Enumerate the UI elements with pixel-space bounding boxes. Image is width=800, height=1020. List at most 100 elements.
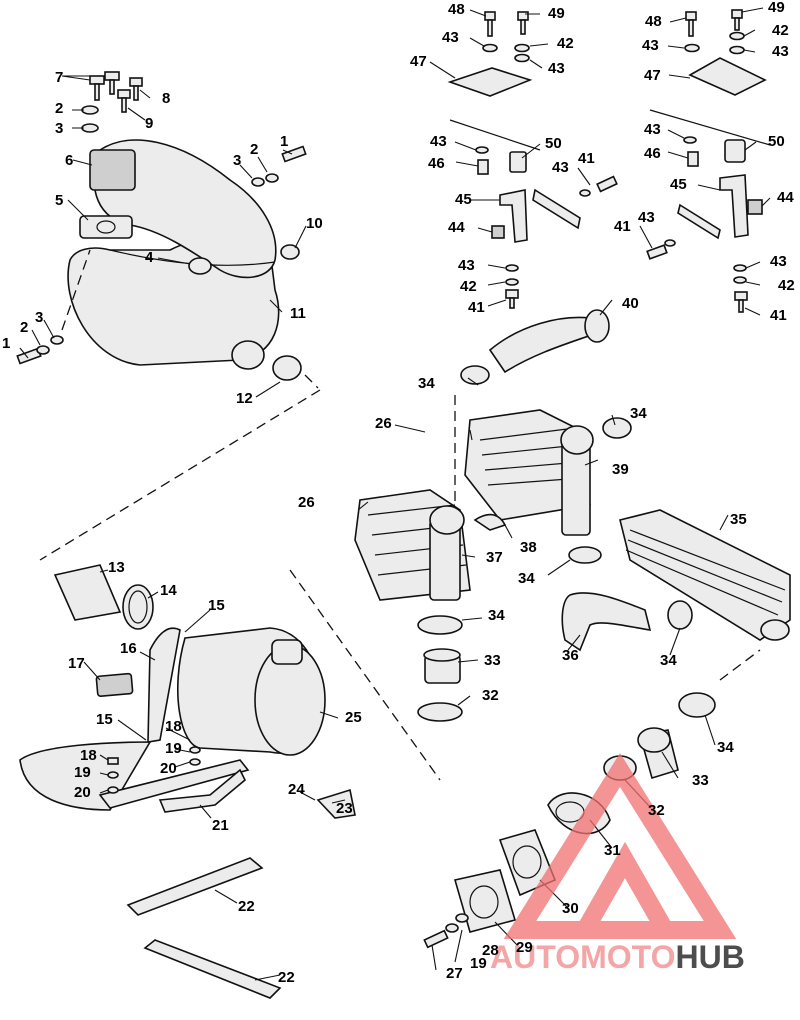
mounting-bracket: [19, 741, 356, 819]
bracket-assembly-left: [447, 11, 618, 309]
watermark-text-a: AUTOMOTOHUB: [490, 939, 745, 975]
callout-label: 33: [484, 652, 501, 669]
callout-label: 1: [2, 335, 10, 352]
callout-label: 35: [730, 511, 747, 528]
callout-label: 41: [468, 299, 485, 316]
callout-label: 3: [55, 120, 63, 137]
callout-label: 39: [612, 461, 629, 478]
callout-label: 19: [470, 955, 487, 972]
callout-label: 32: [648, 802, 665, 819]
callout-label: 7: [55, 69, 63, 86]
callout-label: 2: [55, 100, 63, 117]
callout-label: 34: [518, 570, 535, 587]
callout-label: 3: [35, 309, 43, 326]
callout-label: 50: [768, 133, 785, 150]
callout-label: 22: [278, 969, 295, 986]
callout-label: 2: [20, 319, 28, 336]
callout-label: 18: [80, 747, 97, 764]
callout-label: 43: [644, 121, 661, 138]
straps: [126, 857, 282, 999]
callout-label: 49: [548, 5, 565, 22]
callout-label: 25: [345, 709, 362, 726]
callout-label: 2: [250, 141, 258, 158]
callout-label: 38: [520, 539, 537, 556]
callout-label: 42: [460, 278, 477, 295]
callout-label: 48: [448, 1, 465, 18]
watermark-triangle-logo: [503, 753, 737, 939]
callout-label: 19: [165, 740, 182, 757]
callout-label: 44: [448, 219, 465, 236]
callout-label: 22: [238, 898, 255, 915]
callout-label: 36: [562, 647, 579, 664]
callout-label: 32: [482, 687, 499, 704]
callout-label: 42: [778, 277, 795, 294]
callout-label: 41: [614, 218, 631, 235]
muffler-assembly: [67, 139, 300, 370]
callout-label: 23: [336, 800, 353, 817]
callout-label: 27: [446, 965, 463, 982]
callout-label: 47: [644, 67, 661, 84]
callout-label: 14: [160, 582, 177, 599]
callout-label: 9: [145, 115, 153, 132]
callout-label: 43: [548, 60, 565, 77]
callout-label: 48: [645, 13, 662, 30]
callout-label: 8: [162, 90, 170, 107]
callout-label: 13: [108, 559, 125, 576]
callout-label: 43: [552, 159, 569, 176]
automotohub-watermark: AUTOMOTOHUB: [490, 753, 745, 975]
callout-label: 26: [298, 494, 315, 511]
callout-label: 1: [280, 133, 288, 150]
callout-label: 45: [455, 191, 472, 208]
exhaust-cooler-group: [354, 309, 791, 722]
assembly-lines: [39, 249, 761, 781]
callout-label: 20: [74, 784, 91, 801]
callout-label: 17: [68, 655, 85, 672]
callout-label: 50: [545, 135, 562, 152]
callout-label: 21: [212, 817, 229, 834]
callout-label: 45: [670, 176, 687, 193]
callout-label: 31: [604, 842, 621, 859]
leader-lines: [19, 7, 771, 981]
callout-label: 20: [160, 760, 177, 777]
callout-label: 10: [306, 215, 323, 232]
callout-label: 30: [562, 900, 579, 917]
callout-label: 15: [208, 597, 225, 614]
callout-label: 43: [772, 43, 789, 60]
callout-label: 34: [717, 739, 734, 756]
callout-label: 15: [96, 711, 113, 728]
callout-label: 33: [692, 772, 709, 789]
callout-label: 42: [772, 22, 789, 39]
callout-label: 26: [375, 415, 392, 432]
bracket-assembly-right: [646, 9, 771, 313]
callout-label: 34: [660, 652, 677, 669]
callout-label: 43: [642, 37, 659, 54]
callout-label: 46: [644, 145, 661, 162]
callout-label: 47: [410, 53, 427, 70]
tail-pipe-and-box: [53, 564, 326, 756]
callout-label: 43: [458, 257, 475, 274]
callout-label: 34: [418, 375, 435, 392]
callout-label: 34: [630, 405, 647, 422]
callout-label: 34: [488, 607, 505, 624]
callout-label: 42: [557, 35, 574, 52]
callout-label: 16: [120, 640, 137, 657]
callout-label: 44: [777, 189, 794, 206]
callout-label: 29: [516, 939, 533, 956]
callout-label: 3: [233, 152, 241, 169]
callout-label: 43: [638, 209, 655, 226]
callout-label: 46: [428, 155, 445, 172]
callout-label: 6: [65, 152, 73, 169]
callout-label: 43: [430, 133, 447, 150]
callout-label: 28: [482, 942, 499, 959]
callout-label: 41: [770, 307, 787, 324]
callout-label: 24: [288, 781, 305, 798]
callout-label: 4: [145, 249, 154, 266]
callout-label: 18: [165, 718, 182, 735]
callout-label: 41: [578, 150, 595, 167]
callout-label: 37: [486, 549, 503, 566]
callout-label: 5: [55, 192, 63, 209]
callout-label: 19: [74, 764, 91, 781]
callout-label: 43: [442, 29, 459, 46]
